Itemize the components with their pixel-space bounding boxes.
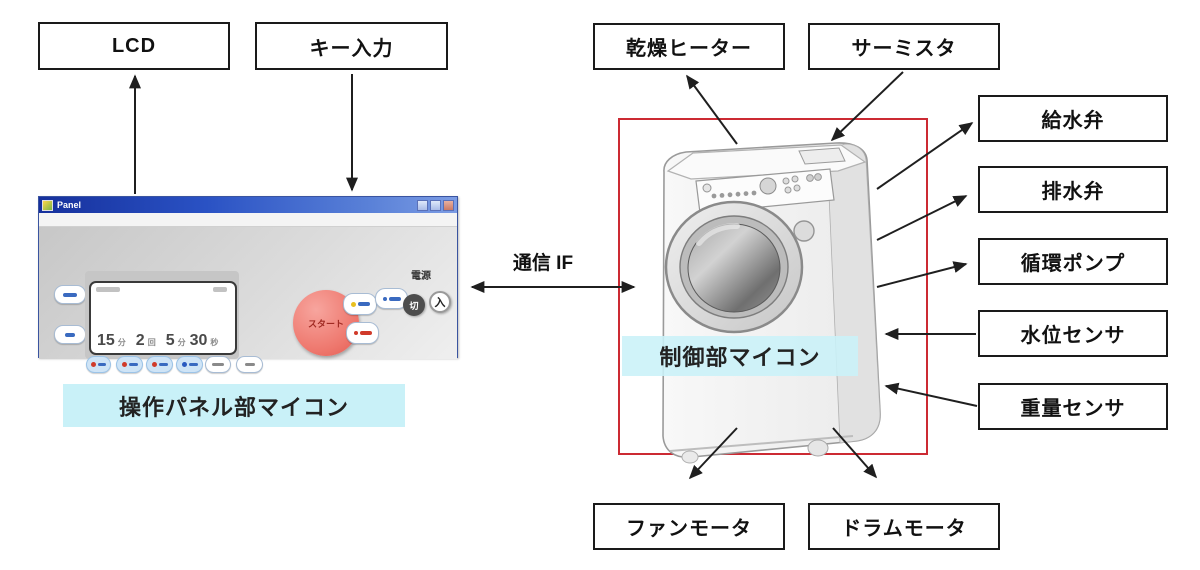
- button-glyph: [63, 292, 77, 297]
- wash-time: 15: [97, 332, 115, 349]
- box-drying-heater: 乾燥ヒーター: [593, 23, 785, 70]
- rinse-count: 2: [135, 332, 145, 349]
- button-glyph: [121, 362, 127, 367]
- spin-sec-unit: 秒: [210, 338, 219, 347]
- comm-if-label: 通信 IF: [512, 253, 574, 274]
- mode-button-1[interactable]: [343, 293, 377, 315]
- app-icon: [42, 199, 53, 211]
- wash-unit: 分: [117, 338, 126, 347]
- button-glyph: [353, 331, 358, 335]
- button-glyph: [388, 296, 401, 301]
- power-off-button[interactable]: 切: [403, 294, 425, 316]
- box-key-input: キー入力: [255, 22, 448, 70]
- rinse-unit: 回: [147, 338, 156, 347]
- mode-button-3[interactable]: [346, 322, 379, 344]
- box-water-supply-valve: 給水弁: [978, 95, 1168, 142]
- control-unit-frame: [618, 118, 928, 455]
- reserve-button[interactable]: [236, 356, 263, 373]
- box-weight-sensor: 重量センサ: [978, 383, 1168, 430]
- panel-left-button-2[interactable]: [54, 325, 86, 344]
- box-thermistor: サーミスタ: [808, 23, 1000, 70]
- box-fan-motor: ファンモータ: [593, 503, 785, 550]
- button-glyph: [65, 332, 75, 337]
- panel-left-button-1[interactable]: [54, 285, 86, 304]
- button-glyph: [188, 363, 198, 366]
- box-circulation-pump: 循環ポンプ: [978, 238, 1168, 285]
- box-lcd: LCD: [38, 22, 230, 70]
- button-glyph: [91, 362, 96, 367]
- course-select-button[interactable]: [205, 356, 231, 373]
- box-drain-valve: 排水弁: [978, 166, 1168, 213]
- minimize-button[interactable]: [417, 199, 428, 211]
- button-glyph: [350, 301, 356, 307]
- display-mode-text: [96, 287, 120, 292]
- button-glyph: [359, 331, 372, 335]
- window-menustrip: [39, 213, 457, 227]
- course-button-2[interactable]: [116, 356, 143, 373]
- spin-min-unit: 分: [177, 338, 186, 347]
- course-button-3[interactable]: [146, 356, 173, 373]
- button-glyph: [128, 363, 138, 366]
- spin-min: 5: [165, 332, 175, 349]
- box-water-level-sensor: 水位センサ: [978, 310, 1168, 357]
- button-glyph: [151, 362, 157, 367]
- display-status-text: [213, 287, 227, 292]
- maximize-button[interactable]: [430, 199, 441, 211]
- spin-sec: 30: [189, 332, 208, 349]
- panel-mcu-label: 操作パネル部マイコン: [63, 384, 405, 427]
- button-glyph: [357, 302, 370, 306]
- course-button-1[interactable]: [86, 356, 111, 373]
- window-title: Panel: [57, 200, 82, 210]
- control-mcu-label: 制御部マイコン: [622, 336, 858, 376]
- button-glyph: [212, 363, 224, 366]
- button-glyph: [98, 363, 106, 366]
- button-glyph: [158, 363, 168, 366]
- close-button[interactable]: [443, 199, 454, 211]
- window-titlebar[interactable]: Panel: [39, 197, 457, 213]
- power-label: 電源: [411, 271, 431, 282]
- button-glyph: [181, 362, 187, 367]
- box-drum-motor: ドラムモータ: [808, 503, 1000, 550]
- course-button-4[interactable]: [176, 356, 203, 373]
- button-glyph: [382, 296, 387, 301]
- button-glyph: [244, 363, 255, 366]
- power-on-button[interactable]: 入: [429, 291, 451, 313]
